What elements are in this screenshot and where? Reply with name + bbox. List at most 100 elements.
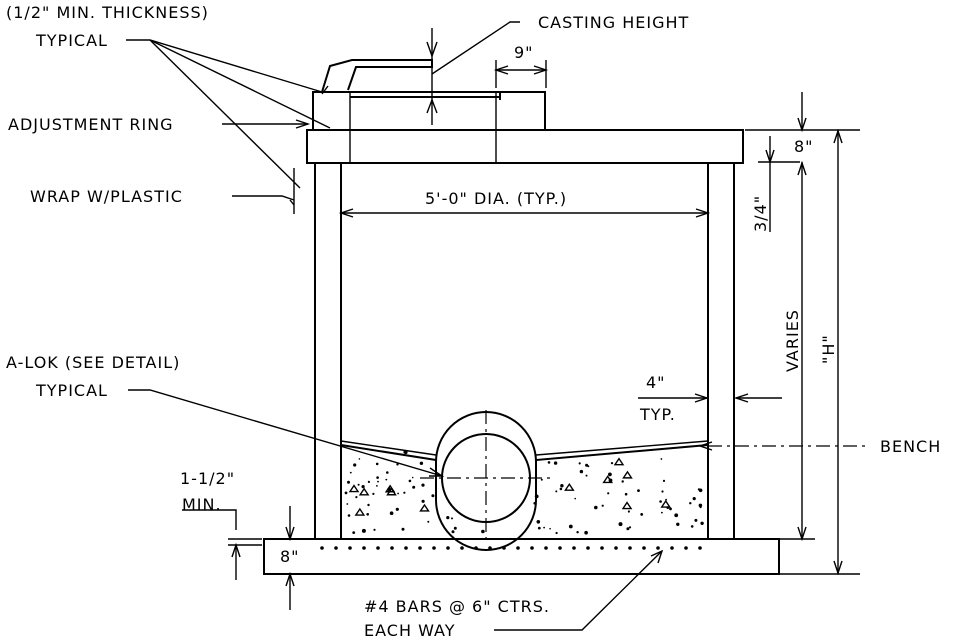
rebar-dot (656, 546, 660, 550)
aggregate-speck (352, 531, 355, 534)
aggregate-speck (345, 492, 348, 495)
typical-top-label: TYPICAL (35, 31, 108, 50)
aggregate-speck (535, 495, 539, 499)
rebar-dot (516, 546, 520, 550)
wrap-plastic-label: WRAP W/PLASTIC (30, 187, 183, 206)
casting-assembly (313, 60, 545, 162)
left-wall (315, 163, 341, 539)
aggregate-speck (452, 530, 455, 533)
aggregate-speck (367, 504, 369, 506)
rebar-dot (320, 546, 324, 550)
aggregate-speck (347, 481, 350, 484)
rebar-dot (460, 546, 464, 550)
rebar-dot (642, 546, 646, 550)
aggregate-speck (355, 496, 357, 498)
aggregate-speck (427, 521, 429, 523)
aggregate-speck (622, 480, 624, 482)
aggregate-speck (376, 476, 379, 479)
rebar-dot (530, 546, 534, 550)
rebar-dot (334, 546, 338, 550)
aggregate-speck (549, 528, 551, 530)
aggregate-speck (533, 502, 536, 505)
aggregate-speck (422, 500, 425, 503)
aggregate-speck (659, 500, 662, 503)
varies-label: VARIES (783, 309, 802, 372)
thickness-label: (1/2" MIN. THICKNESS) (6, 3, 209, 22)
aggregate-speck (350, 472, 352, 474)
bench-label: BENCH (880, 437, 941, 456)
aggregate-speck (451, 517, 453, 519)
rebar-dot (684, 546, 688, 550)
aggregate-speck (661, 458, 663, 460)
aggregate-speck (579, 462, 581, 464)
aggregate-speck (674, 513, 678, 517)
rebar-dot (418, 546, 422, 550)
aggregate-speck (359, 458, 361, 460)
aggregate-speck (694, 519, 697, 522)
h-label: "H" (819, 334, 838, 364)
aggregate-speck (396, 508, 399, 511)
rebar-dot (432, 546, 436, 550)
casting-lip (322, 60, 432, 92)
aggregate-speck (628, 510, 630, 512)
thickness-leaders (126, 40, 330, 188)
aggregate-speck (556, 532, 558, 534)
eight-top-label: 8" (794, 137, 814, 156)
aggregate-speck (372, 493, 374, 495)
aggregate-speck (446, 516, 449, 519)
aggregate-speck (538, 527, 541, 530)
aggregate-speck (555, 490, 557, 492)
rebar-dots (320, 546, 702, 550)
each-way-label: EACH WAY (364, 621, 455, 640)
rebar-dot (348, 546, 352, 550)
rebar-dot (544, 546, 548, 550)
rebar-dot (558, 546, 562, 550)
aggregate-speck (402, 528, 405, 531)
aggregate-speck (362, 529, 366, 533)
aggregate-speck (560, 484, 563, 487)
wall-thickness-dimension (638, 394, 782, 402)
aggregate-speck (587, 465, 589, 467)
aggregate-speck (377, 481, 379, 483)
aggregate-speck (669, 508, 672, 511)
aggregate-speck (412, 486, 415, 489)
nine-inch-dimension (496, 60, 546, 88)
aggregate-speck (626, 527, 629, 530)
aggregate-speck (576, 531, 578, 533)
eight-bottom-label: 8" (280, 547, 300, 566)
aggregate-speck (676, 523, 679, 526)
aggregate-speck (386, 471, 389, 474)
aggregate-speck (700, 522, 703, 525)
aggregate-speck (368, 481, 370, 483)
three-quarter-label: 3/4" (751, 195, 770, 232)
aggregate-speck (608, 473, 612, 477)
aggregate-speck (693, 497, 696, 500)
rebar-dot (390, 546, 394, 550)
bench-leader (700, 442, 870, 450)
aggregate-speck (404, 450, 408, 454)
aggregate-speck (629, 526, 631, 528)
base-slab (264, 539, 779, 574)
aggregate-speck (373, 529, 375, 531)
rebar-dot (446, 546, 450, 550)
aggregate-speck (397, 493, 399, 495)
aggregate-speck (481, 530, 485, 534)
typ-label: TYP. (639, 405, 676, 424)
four-inch-label: 4" (646, 373, 666, 392)
aggregate-speck (543, 527, 545, 529)
aggregate-speck (619, 522, 623, 526)
aggregate-speck (574, 498, 576, 500)
rebar-dot (474, 546, 478, 550)
aggregate-speck (699, 489, 703, 493)
aggregate-speck (376, 485, 378, 487)
aggregate-speck (376, 463, 379, 466)
aggregate-speck (403, 492, 405, 494)
aggregate-speck (454, 527, 457, 530)
aggregate-speck (594, 506, 598, 510)
rebar-dot (376, 546, 380, 550)
rebar-dot (698, 546, 702, 550)
bars-label: #4 BARS @ 6" CTRS. (364, 597, 550, 616)
rebar-dot (670, 546, 674, 550)
adjustment-ring-leader (222, 120, 308, 128)
aggregate-speck (431, 494, 434, 497)
